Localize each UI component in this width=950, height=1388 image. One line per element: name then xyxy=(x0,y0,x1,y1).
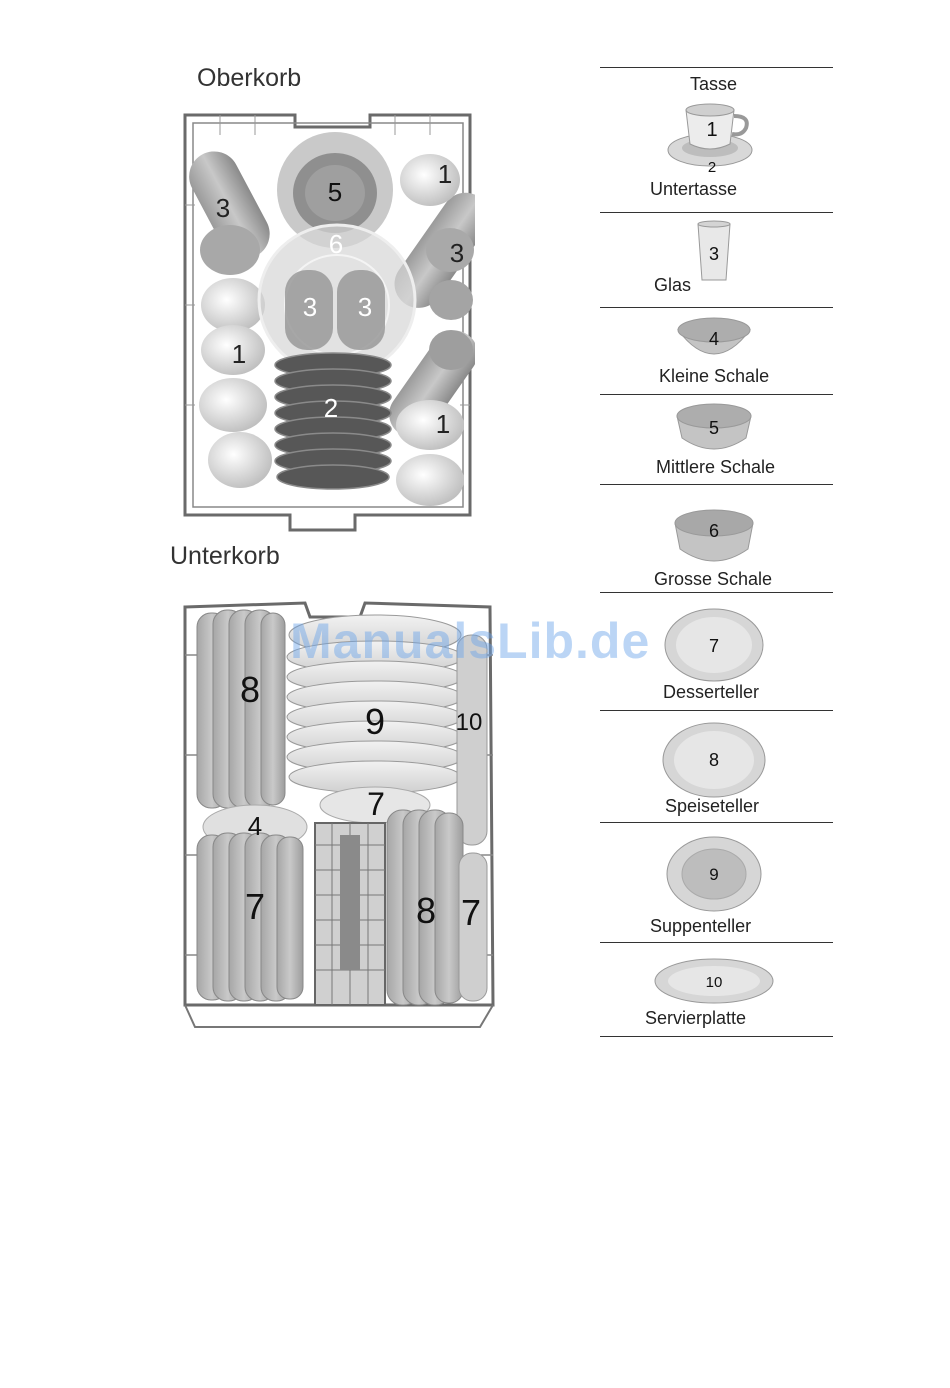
large-bowl-icon: 6 xyxy=(672,507,756,569)
upper-number-3-inner-right: 3 xyxy=(358,292,372,322)
lower-number-10: 10 xyxy=(456,709,483,736)
legend-label-serving-platter: Servierplatte xyxy=(645,1008,746,1029)
legend-divider xyxy=(600,307,833,308)
cup-icon: 1 2 xyxy=(664,100,760,178)
legend-divider xyxy=(600,67,833,68)
upper-rack-title: Oberkorb xyxy=(197,64,301,93)
upper-number-1-top-right: 1 xyxy=(438,159,452,189)
upper-number-5: 5 xyxy=(328,177,342,207)
legend-number-4: 4 xyxy=(709,329,719,349)
legend-number-1: 1 xyxy=(706,119,717,141)
legend-number-5: 5 xyxy=(709,418,719,438)
legend-divider xyxy=(600,394,833,395)
legend-label-soup-plate: Suppenteller xyxy=(650,916,751,937)
lower-number-9: 9 xyxy=(365,701,385,742)
legend-label-dessert-plate: Desserteller xyxy=(663,682,759,703)
legend-label-saucer: Untertasse xyxy=(650,179,737,200)
legend-divider xyxy=(600,822,833,823)
upper-number-3-right: 3 xyxy=(450,238,464,268)
legend-label-large-bowl: Grosse Schale xyxy=(654,569,772,590)
lower-number-7-left: 7 xyxy=(245,886,265,927)
legend-number-8: 8 xyxy=(709,750,719,770)
watermark: ManualsLib.de xyxy=(290,612,650,670)
legend-label-glass: Glas xyxy=(654,275,691,296)
legend-label-small-bowl: Kleine Schale xyxy=(659,366,769,387)
lower-number-7-right: 7 xyxy=(461,892,481,933)
lower-number-4: 4 xyxy=(248,811,262,841)
lower-rack-title: Unterkorb xyxy=(170,542,280,571)
small-bowl-icon: 4 xyxy=(674,314,754,364)
upper-number-1-bottom-right: 1 xyxy=(436,409,450,439)
legend-label-cup: Tasse xyxy=(690,74,737,95)
legend-divider xyxy=(600,484,833,485)
legend-divider xyxy=(600,1036,833,1037)
legend-number-9: 9 xyxy=(709,865,718,884)
medium-bowl-icon: 5 xyxy=(674,402,754,456)
legend-number-7: 7 xyxy=(709,636,719,656)
legend-divider xyxy=(600,710,833,711)
legend-divider xyxy=(600,592,833,593)
legend-divider xyxy=(600,212,833,213)
upper-rack-diagram: 5 6 3 3 3 3 1 1 1 2 xyxy=(175,105,475,535)
legend-number-3: 3 xyxy=(709,244,719,264)
legend-label-medium-bowl: Mittlere Schale xyxy=(656,457,775,478)
dinner-plate-icon: 8 xyxy=(660,720,768,800)
upper-number-1-left: 1 xyxy=(232,339,246,369)
upper-number-3-inner-left: 3 xyxy=(303,292,317,322)
soup-plate-icon: 9 xyxy=(664,834,764,914)
dessert-plate-icon: 7 xyxy=(662,606,766,684)
lower-number-7-middle: 7 xyxy=(367,786,385,822)
legend-number-6: 6 xyxy=(709,521,719,541)
lower-number-8-right: 8 xyxy=(416,890,436,931)
upper-number-2: 2 xyxy=(324,393,338,423)
upper-number-3-left: 3 xyxy=(216,193,230,223)
serving-platter-icon: 10 xyxy=(652,956,776,1006)
legend-label-dinner-plate: Speiseteller xyxy=(665,796,759,817)
upper-number-6: 6 xyxy=(329,229,343,259)
lower-number-8-left: 8 xyxy=(240,669,260,710)
legend-number-2: 2 xyxy=(708,159,716,176)
glass-icon: 3 xyxy=(694,220,734,284)
legend-divider xyxy=(600,942,833,943)
legend-number-10: 10 xyxy=(706,974,723,991)
